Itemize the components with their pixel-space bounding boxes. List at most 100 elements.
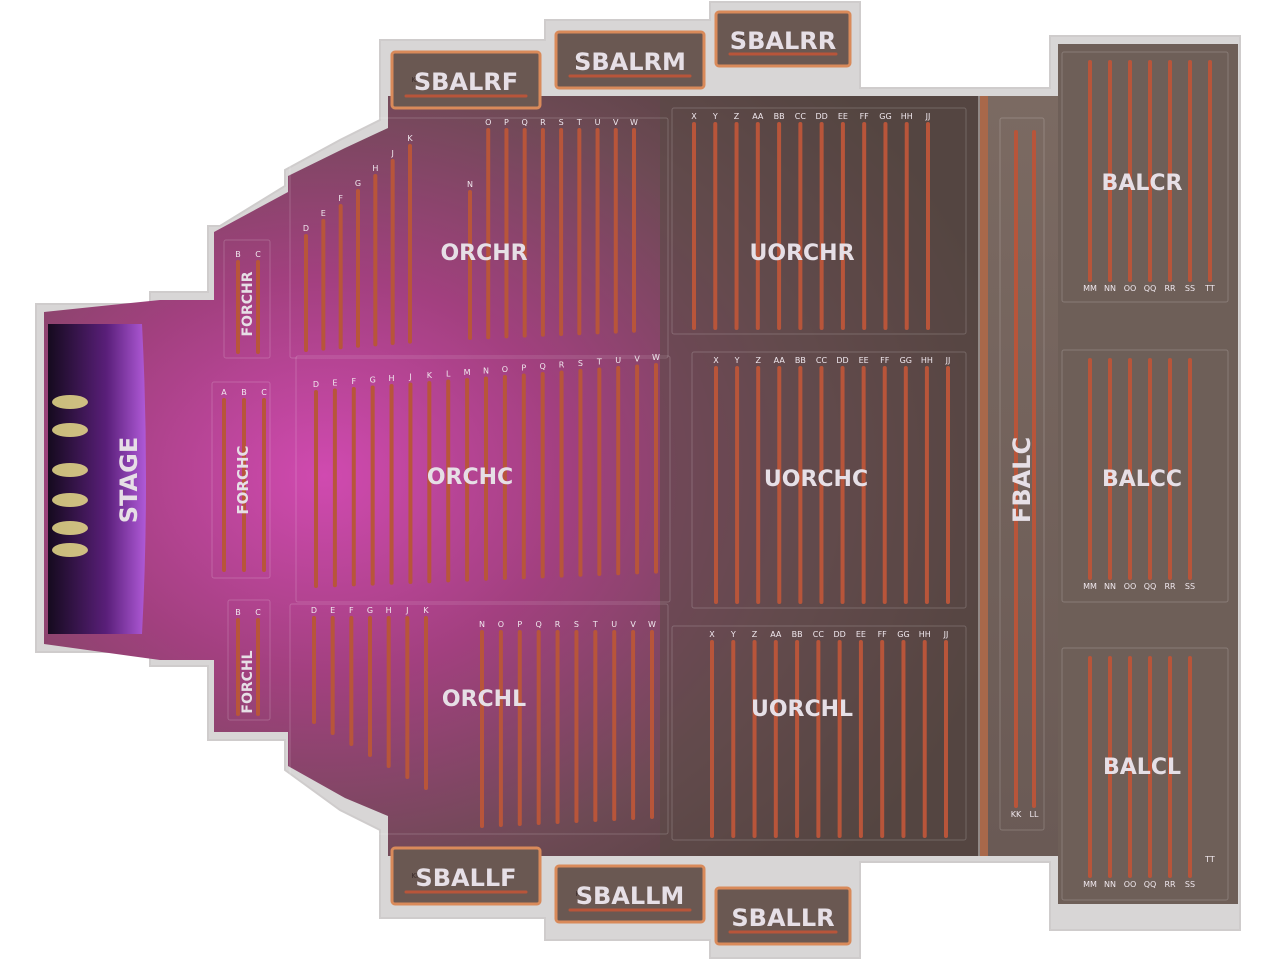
uorchr-row-label: BB <box>774 112 785 121</box>
balcr-row-label: RR <box>1164 284 1176 293</box>
orchl-row-label: O <box>498 620 504 629</box>
orchc-row-label: N <box>483 367 489 376</box>
orchr-row-label: K <box>407 134 413 143</box>
balcl-row-label: OO <box>1124 880 1137 889</box>
forchl-row-label: B <box>235 608 241 617</box>
uorchr-panel <box>671 107 967 335</box>
orchr-row-label: P <box>504 118 509 127</box>
balcc-row-label: RR <box>1164 582 1176 591</box>
stage[interactable]: STAGE <box>48 324 146 634</box>
balcl-row-label: NN <box>1104 880 1116 889</box>
uorchr-row-label: CC <box>795 112 807 121</box>
sballf-row-label: KK <box>411 872 421 880</box>
sballr-row-label: KK <box>735 912 745 920</box>
orchl-label: ORCHL <box>442 687 526 712</box>
balcr-row-label: OO <box>1124 284 1137 293</box>
sbalrm-box <box>554 30 706 90</box>
orchc-row-label: O <box>502 365 508 374</box>
sballr-label: SBALLR <box>731 904 834 932</box>
sballm-box <box>554 864 706 924</box>
forchr-label: FORCHR <box>240 271 256 336</box>
orchc-row-label: R <box>559 361 565 370</box>
orchc-row-label: L <box>446 370 451 379</box>
uorchl-row-label: Y <box>730 630 736 639</box>
forchc-panel <box>211 381 271 579</box>
sbalrr-row-label: KK <box>735 35 745 43</box>
uorchc-row-label: Y <box>734 356 740 365</box>
orchc-row-label: E <box>332 379 337 388</box>
uorchl-row-label: X <box>709 630 715 639</box>
forchl-row-label: C <box>255 608 261 617</box>
uorchc-row-label: AA <box>774 356 786 365</box>
balcr-label: BALCR <box>1102 171 1183 196</box>
orchr-row-label: Q <box>522 118 528 127</box>
orchr-label: ORCHR <box>440 241 527 266</box>
orchl-panel <box>289 603 669 835</box>
orchc-row-label: D <box>313 380 319 389</box>
uorchl-row-label: HH <box>919 630 931 639</box>
fbalc-label: FBALC <box>1008 437 1036 523</box>
uorchr-row-label: HH <box>901 112 913 121</box>
uorchc-row-label: GG <box>900 356 912 365</box>
fbalc-panel <box>999 117 1045 831</box>
balcr-row-label: NN <box>1104 284 1116 293</box>
orchl-row-label: P <box>517 620 522 629</box>
uorchc-row-label: CC <box>816 356 828 365</box>
orchl-row-label: S <box>574 620 579 629</box>
orchl-row-label: G <box>367 606 373 615</box>
orchr-row-label: O <box>485 118 491 127</box>
orchc-panel <box>295 355 671 603</box>
uorchc-row-label: EE <box>859 356 869 365</box>
balcl-label: BALCL <box>1103 755 1181 780</box>
orchr-row-label: F <box>338 194 343 203</box>
orchr-row-label: R <box>540 118 546 127</box>
orchc-row-label: K <box>427 371 433 380</box>
balcc-label: BALCC <box>1102 467 1182 492</box>
uorchl-row-label: GG <box>897 630 909 639</box>
uorchl-label: UORCHL <box>751 697 853 722</box>
balcl-row-label: SS <box>1185 880 1195 889</box>
orchl-row-label: H <box>386 606 392 615</box>
orchc-row-label: P <box>521 364 526 373</box>
balcr-row-label: SS <box>1185 284 1195 293</box>
orchl-row-label: N <box>479 620 485 629</box>
orchl-row-label: V <box>630 620 636 629</box>
fbalc-row-label: LL <box>1030 810 1039 819</box>
sballm-label: SBALLM <box>576 882 685 910</box>
uorchc-row-label: JJ <box>945 356 951 365</box>
uorchr-row-label: X <box>691 112 697 121</box>
orchc-row-label: Q <box>540 362 546 371</box>
balcc-row-label: OO <box>1124 582 1137 591</box>
orchl-row-label: D <box>311 606 317 615</box>
uorchl-row-label: DD <box>833 630 845 639</box>
orchr-row-label: J <box>390 149 393 158</box>
balcl-row-label: MM <box>1083 880 1097 889</box>
orchc-row-label: S <box>578 359 583 368</box>
uorchr-row-label: Y <box>712 112 718 121</box>
balcc-row-label: SS <box>1185 582 1195 591</box>
sbalrm-row-label: KK <box>575 56 585 64</box>
balcl-row-label: RR <box>1164 880 1176 889</box>
uorchl-row-label: EE <box>856 630 866 639</box>
uorchr-row-label: EE <box>838 112 848 121</box>
